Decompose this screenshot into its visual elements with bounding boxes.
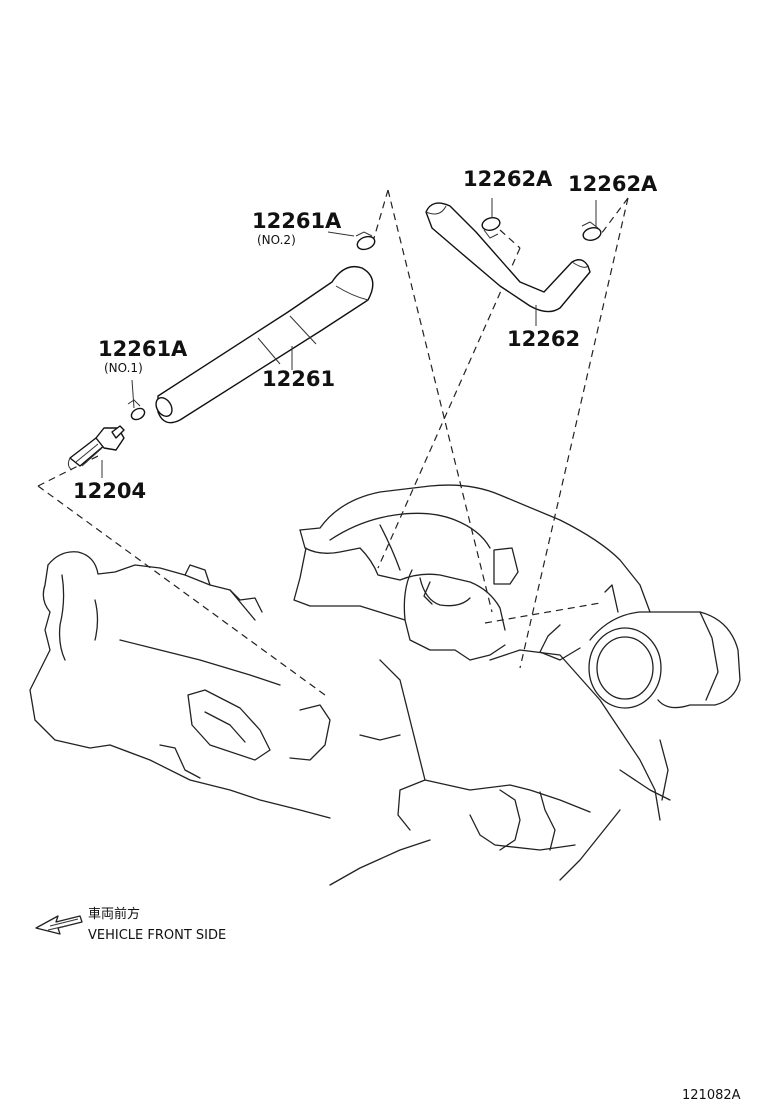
hose-12262-part: [425, 202, 591, 313]
clamp-no1-part: [127, 399, 146, 421]
label-hose-12262: 12262: [507, 327, 580, 351]
direction-english: VEHICLE FRONT SIDE: [88, 928, 226, 943]
label-clamp-no1: 12261A: [98, 337, 188, 361]
direction-japanese: 車両前方: [88, 906, 140, 922]
engine-outline: [29, 484, 741, 886]
valve-12204-part: [67, 425, 125, 471]
label-leaders: [101, 198, 597, 478]
label-valve-12204: 12204: [73, 479, 146, 503]
label-hose-12261: 12261: [262, 367, 335, 391]
clamp-12262a-left-part: [481, 217, 501, 239]
label-clamp-no2-sub: (NO.2): [257, 233, 296, 247]
figure-id: 121082A: [682, 1088, 741, 1103]
dashed-leader-lines: [37, 189, 629, 696]
clamp-no2-part: [355, 231, 376, 251]
label-clamp-12262a-left: 12262A: [463, 167, 553, 191]
hose-12261-part: [155, 265, 374, 424]
label-clamp-no2: 12261A: [252, 209, 342, 233]
vehicle-front-arrow-icon: [35, 915, 83, 935]
label-clamp-no1-sub: (NO.1): [104, 361, 143, 375]
clamp-12262a-right-part: [581, 221, 602, 241]
label-clamp-12262a-right: 12262A: [568, 172, 658, 196]
